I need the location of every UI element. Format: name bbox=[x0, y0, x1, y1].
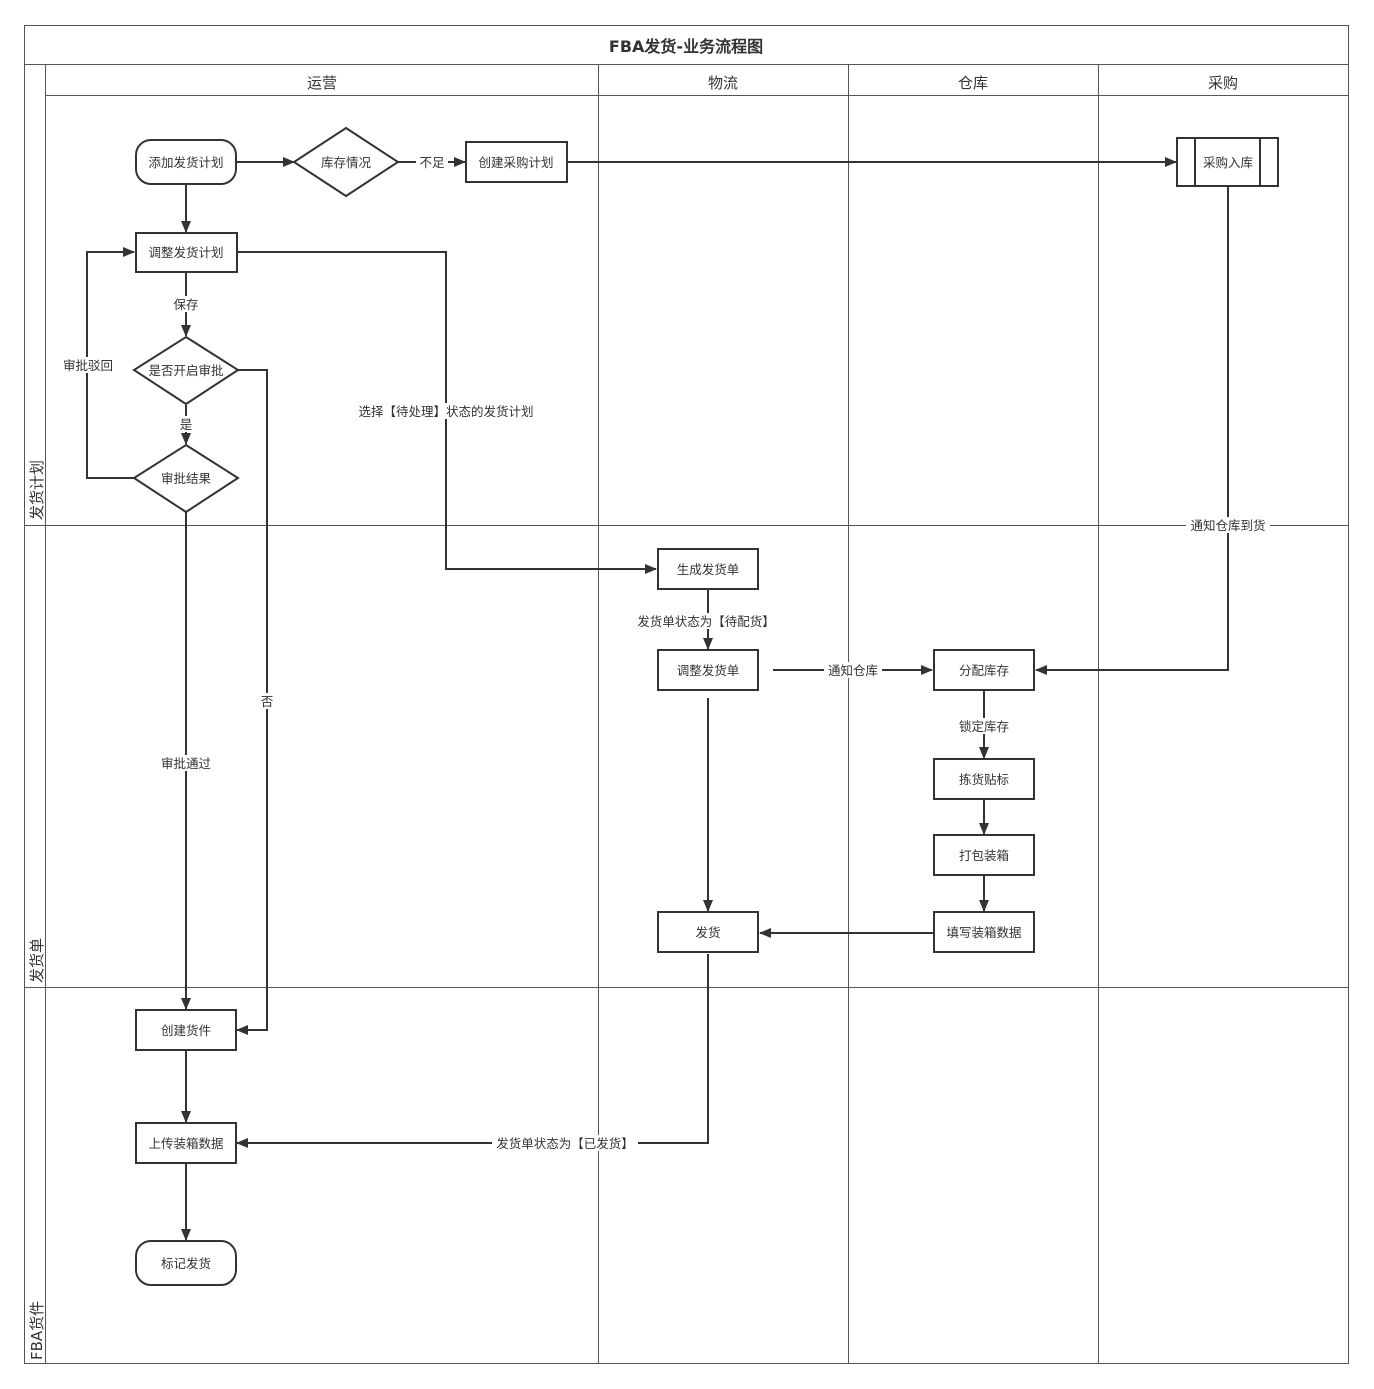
column-header-ops: 运营 bbox=[307, 74, 337, 92]
column-header-purchase: 采购 bbox=[1208, 74, 1238, 92]
node-create-order-label: 生成发货单 bbox=[677, 562, 740, 577]
node-create-purchase-plan bbox=[465, 141, 568, 183]
node-create-order bbox=[657, 548, 759, 590]
node-stock-check-label: 库存情况 bbox=[321, 155, 372, 170]
node-approval-enabled bbox=[132, 335, 240, 406]
row-header-fba: FBA货件 bbox=[28, 1301, 46, 1360]
node-add-plan bbox=[135, 139, 237, 185]
node-fill-box-data-label: 填写装箱数据 bbox=[946, 925, 1021, 940]
edge-label-select-pending: 选择【待处理】状态的发货计划 bbox=[358, 404, 533, 419]
edge-label-yes: 是 bbox=[180, 417, 193, 432]
edge-label-approved: 审批通过 bbox=[161, 756, 212, 771]
node-approval-result-label: 审批结果 bbox=[161, 471, 212, 486]
edge-label-save: 保存 bbox=[173, 297, 198, 312]
edge-label-lock-stock: 锁定库存 bbox=[959, 719, 1009, 734]
column-header-warehouse: 仓库 bbox=[958, 74, 988, 92]
edge-label-insufficient: 不足 bbox=[419, 155, 445, 170]
node-adjust-plan bbox=[135, 232, 238, 273]
edge-label-status-pending-alloc: 发货单状态为【待配货】 bbox=[637, 614, 775, 629]
node-allocate-stock-label: 分配库存 bbox=[959, 663, 1009, 678]
node-adjust-order bbox=[657, 649, 759, 691]
node-purchase-in-label: 采购入库 bbox=[1203, 155, 1253, 170]
node-adjust-order-label: 调整发货单 bbox=[677, 663, 740, 678]
node-allocate-stock bbox=[933, 649, 1035, 691]
edge-label-notify-warehouse: 通知仓库 bbox=[828, 663, 878, 678]
edge-label-status-shipped: 发货单状态为【已发货】 bbox=[496, 1136, 634, 1151]
node-upload-box-data-label: 上传装箱数据 bbox=[148, 1136, 223, 1151]
node-adjust-plan-label: 调整发货计划 bbox=[148, 245, 223, 260]
node-pack-box bbox=[933, 834, 1035, 876]
node-pick-label bbox=[933, 758, 1035, 800]
node-create-shipment bbox=[135, 1009, 237, 1051]
node-mark-shipped bbox=[135, 1240, 237, 1286]
node-add-plan-label: 添加发货计划 bbox=[148, 155, 223, 170]
node-upload-box-data bbox=[135, 1122, 237, 1164]
edge-label-rejected: 审批驳回 bbox=[63, 358, 113, 373]
node-mark-shipped-label: 标记发货 bbox=[161, 1256, 211, 1271]
column-header-logistics: 物流 bbox=[708, 74, 738, 92]
node-approval-result bbox=[132, 443, 240, 514]
diagram-title: FBA发货-业务流程图 bbox=[609, 37, 763, 56]
edge-purchase-in-to-allocate bbox=[1035, 186, 1229, 675]
node-pack-box-label: 打包装箱 bbox=[959, 848, 1009, 863]
edge-label-no: 否 bbox=[261, 694, 274, 709]
row-header-plan: 发货计划 bbox=[28, 460, 46, 520]
node-purchase-in bbox=[1176, 137, 1279, 187]
node-approval-enabled-label: 是否开启审批 bbox=[148, 363, 223, 378]
node-pick-label-label: 拣货贴标 bbox=[959, 772, 1009, 787]
node-fill-box-data bbox=[933, 911, 1035, 953]
node-stock-check bbox=[292, 126, 400, 198]
row-header-order: 发货单 bbox=[28, 938, 46, 983]
node-ship-label: 发货 bbox=[695, 925, 720, 940]
edge-ship-to-upload bbox=[236, 954, 709, 1148]
edge-label-notify-arrival: 通知仓库到货 bbox=[1190, 518, 1265, 533]
node-create-shipment-label: 创建货件 bbox=[161, 1023, 211, 1038]
node-create-purchase-plan-label: 创建采购计划 bbox=[478, 155, 553, 170]
node-ship bbox=[657, 911, 759, 953]
